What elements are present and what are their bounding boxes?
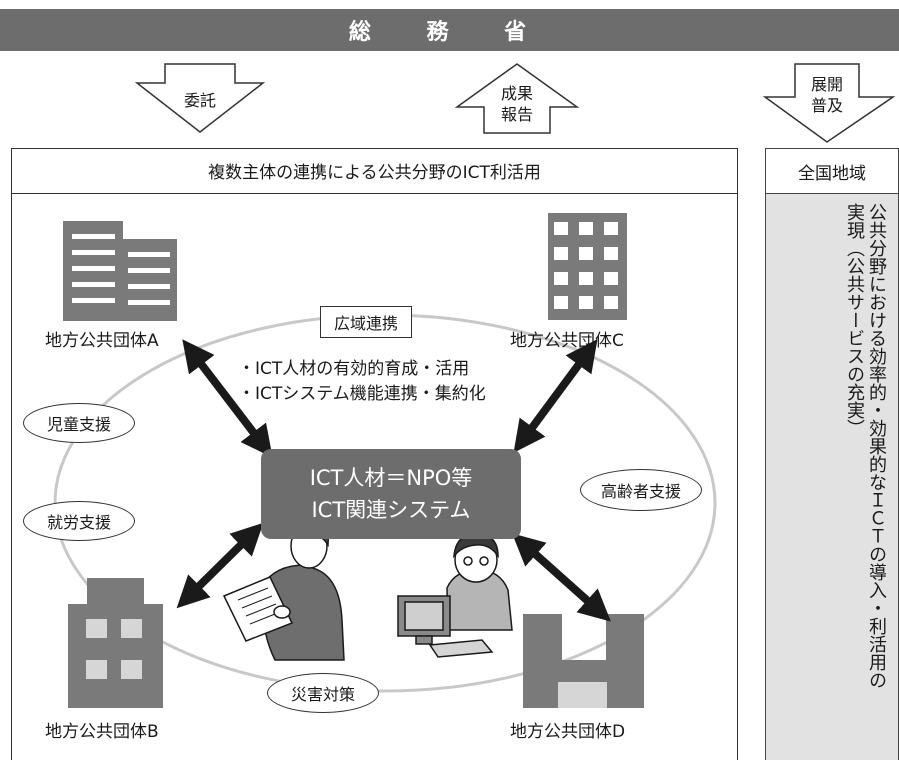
report-label-line2: 報告 bbox=[500, 105, 533, 124]
deploy-label: 展開 普及 bbox=[802, 74, 852, 116]
report-label: 成果 報告 bbox=[492, 83, 542, 125]
arrow-b-center bbox=[176, 522, 264, 609]
report-arrow-icon bbox=[454, 63, 580, 134]
elderly-support-tag: 高齢者支援 bbox=[580, 469, 702, 511]
person-at-computer-icon bbox=[397, 533, 513, 658]
entity-a-label: 地方公共団体A bbox=[45, 331, 159, 351]
building-b-icon bbox=[68, 578, 163, 708]
report-label-line1: 成果 bbox=[500, 84, 533, 103]
hub-line2: ICT関連システム bbox=[311, 498, 471, 522]
deploy-label-line2: 普及 bbox=[810, 96, 843, 115]
commission-arrow-icon bbox=[134, 63, 266, 133]
entity-d-label: 地方公共団体D bbox=[510, 722, 626, 742]
building-a-icon bbox=[63, 221, 177, 321]
commission-label: 委託 bbox=[183, 91, 216, 110]
benefit-item: ・ICTシステム機能連携・集約化 bbox=[238, 384, 486, 404]
entity-b-label: 地方公共団体B bbox=[45, 722, 159, 742]
benefit-item: ・ICT人材の有効的育成・活用 bbox=[238, 359, 470, 379]
deploy-label-line1: 展開 bbox=[810, 75, 843, 94]
nationwide-panel-body: 公共分野における効率的・効果的なＩＣＴの導入・利活用の実現（公共サービスの充実） bbox=[844, 203, 887, 689]
deploy-arrow-icon bbox=[762, 63, 896, 143]
main-panel-header: 複数主体の連携による公共分野のICT利活用 bbox=[11, 148, 738, 194]
entity-c-label: 地方公共団体C bbox=[510, 331, 624, 351]
ministry-banner: 総 務 省 bbox=[0, 9, 899, 51]
ministry-title: 総 務 省 bbox=[348, 20, 551, 45]
cooperation-benefits-list: ・ICT人材の有効的育成・活用 ・ICTシステム機能連携・集約化 bbox=[238, 357, 486, 407]
flow-arrows bbox=[134, 63, 896, 143]
arrow-a-center bbox=[182, 339, 273, 458]
arrow-d-center bbox=[512, 533, 611, 622]
ict-resource-hub: ICT人材＝NPO等 ICT関連システム bbox=[261, 449, 521, 539]
nationwide-panel bbox=[765, 148, 899, 760]
employment-support-tag: 就労支援 bbox=[23, 501, 135, 541]
cooperation-arrows bbox=[176, 339, 611, 622]
arrow-c-center bbox=[513, 339, 598, 453]
main-panel bbox=[11, 148, 738, 760]
disaster-response-tag: 災害対策 bbox=[267, 673, 379, 713]
building-c-icon bbox=[548, 213, 627, 320]
nationwide-panel-header: 全国地域 bbox=[765, 148, 899, 194]
hub-line1: ICT人材＝NPO等 bbox=[309, 466, 473, 490]
building-d-icon bbox=[523, 614, 644, 708]
child-support-tag: 児童支援 bbox=[23, 403, 135, 443]
regional-cooperation-label: 広域連携 bbox=[320, 306, 412, 338]
